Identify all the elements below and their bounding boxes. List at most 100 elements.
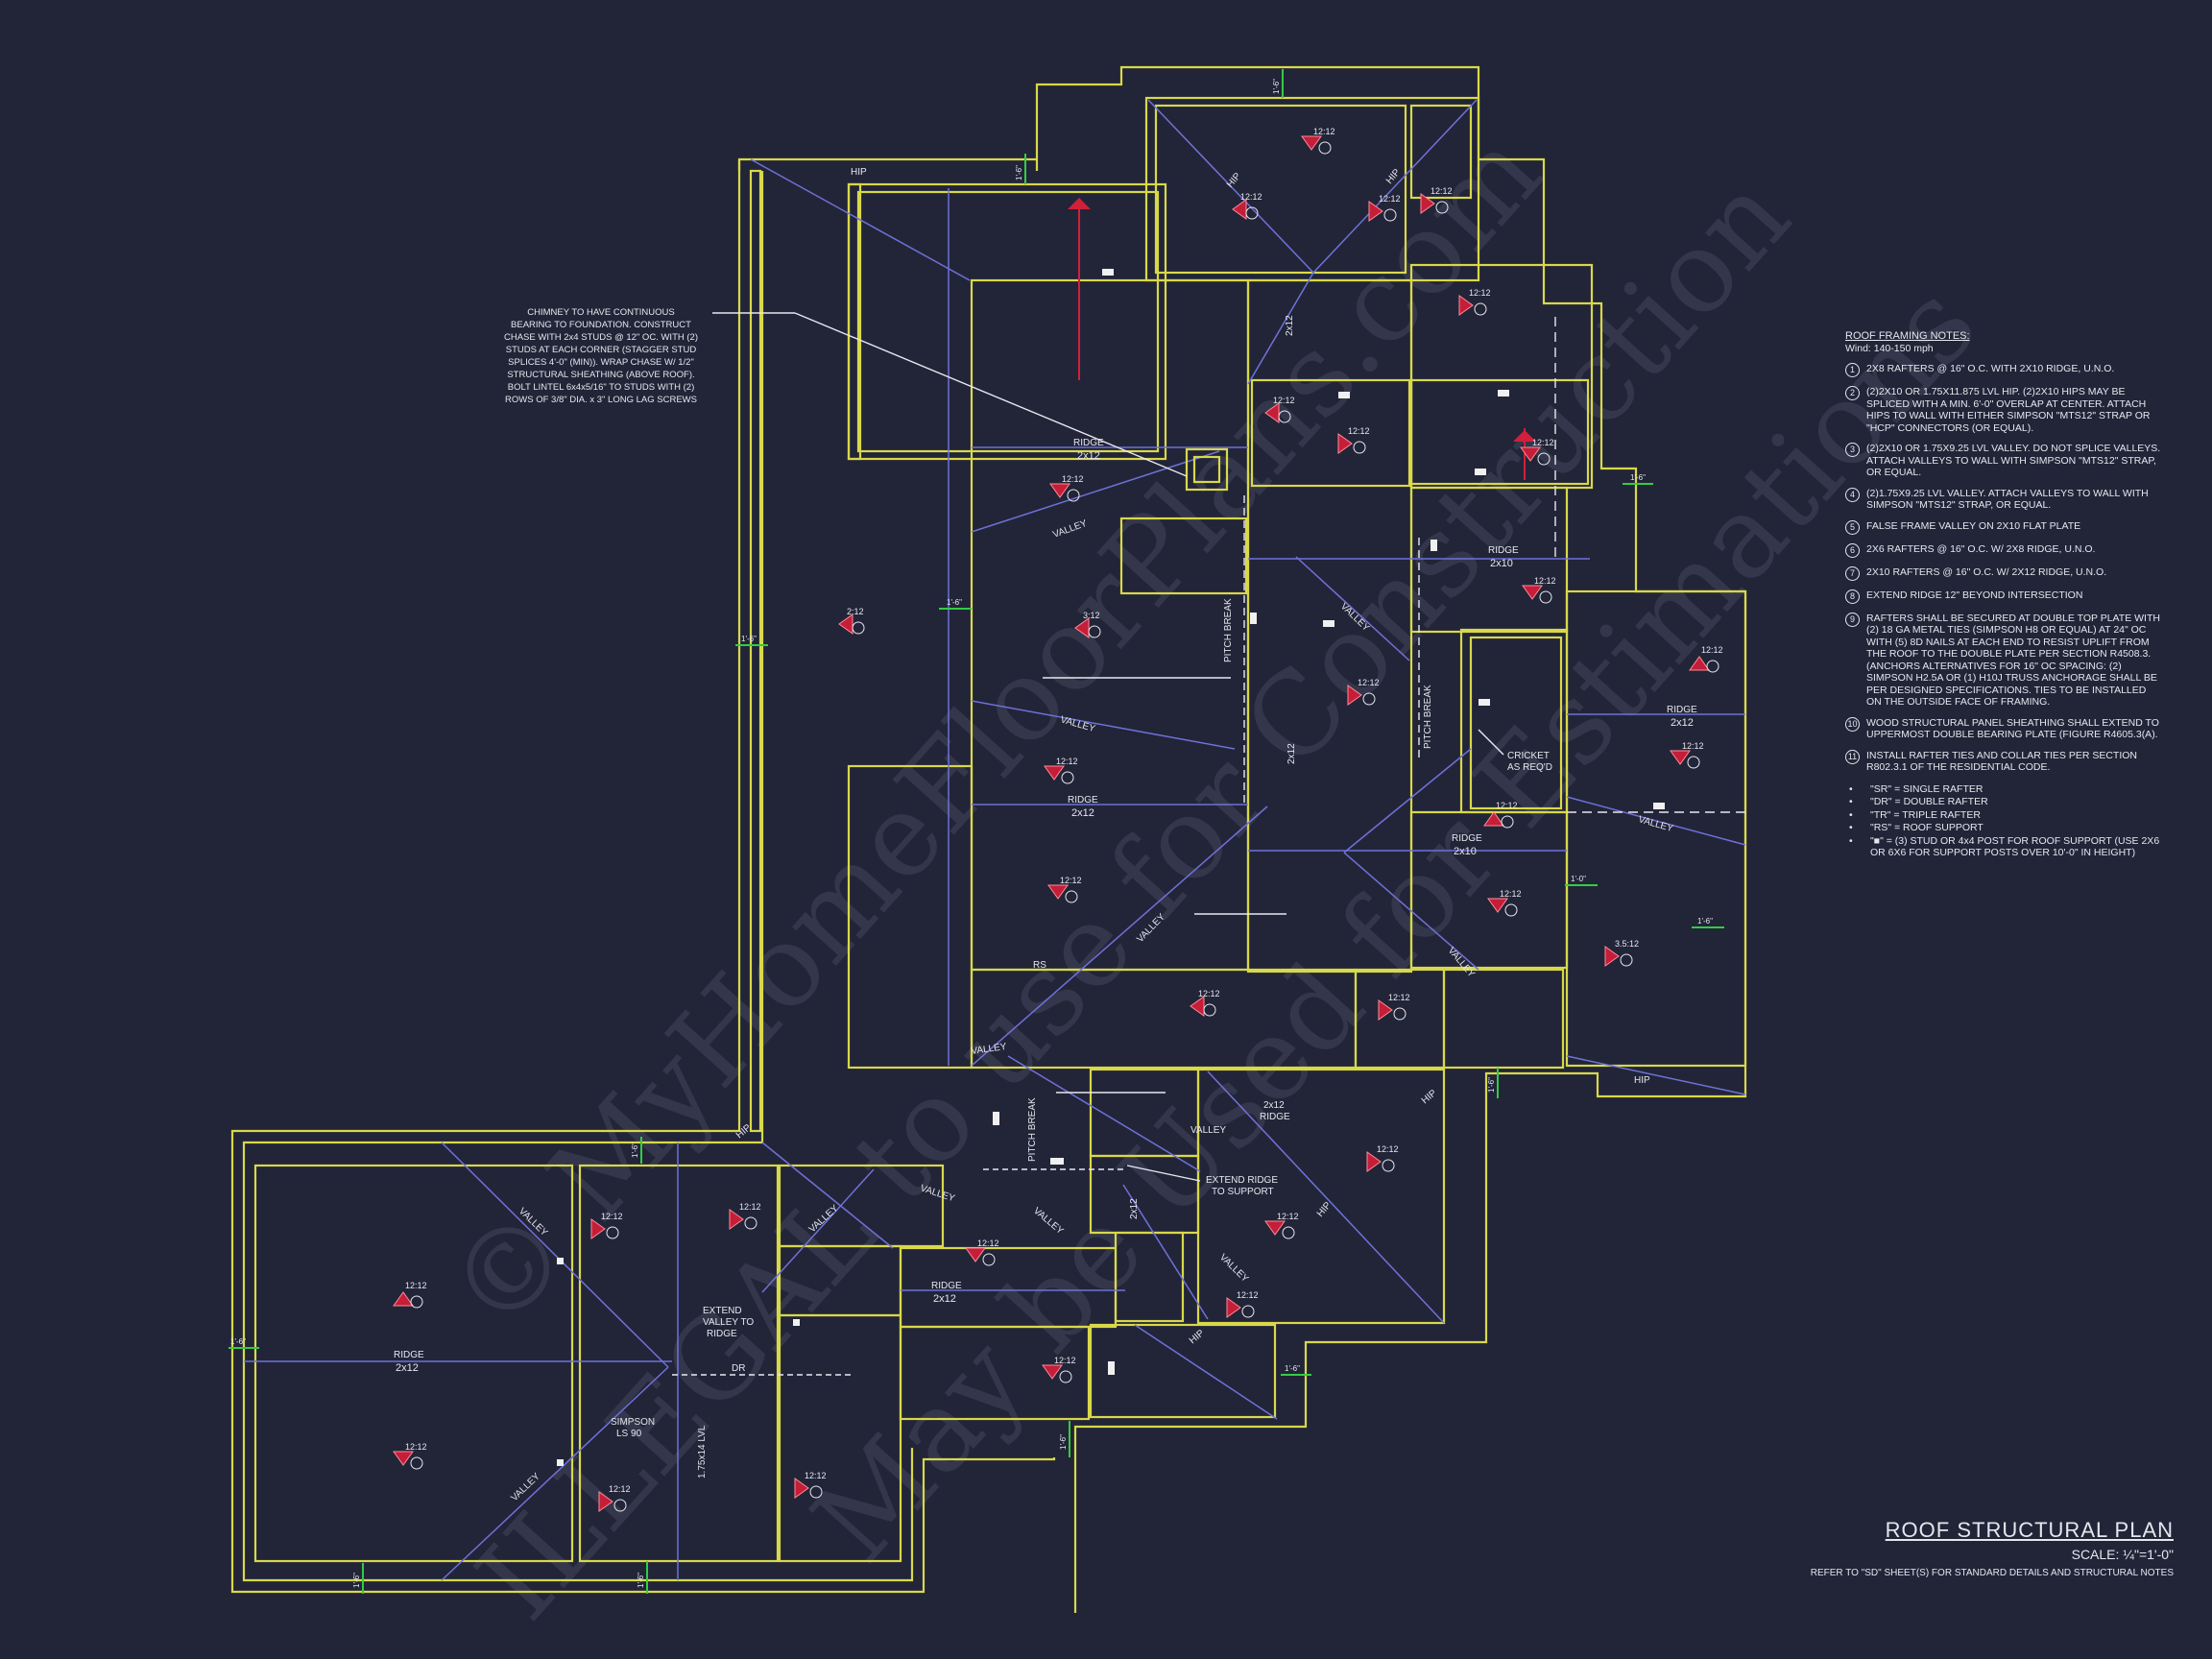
pitch-callout: 12:12: [1264, 1212, 1299, 1239]
hip-label: HIP: [1188, 1328, 1207, 1346]
pitch-label: 3:12: [1083, 611, 1100, 620]
pitch-label: 12:12: [1237, 1290, 1259, 1300]
valley-label: VALLEY: [1446, 946, 1477, 980]
note-ref-circle: [1061, 771, 1074, 784]
pitch-label: 12:12: [1358, 678, 1380, 687]
ridge-size-label: 2x10: [1454, 846, 1477, 857]
cricket-leader: [1478, 729, 1504, 756]
wall-west-wing: [749, 169, 762, 1133]
room-great: [970, 278, 1250, 972]
pitch-label: 12:12: [1388, 993, 1410, 1002]
valley-label: VALLEY: [1338, 601, 1372, 634]
pitch-label: 12:12: [1500, 889, 1522, 899]
valley-sw-2: [441, 1366, 669, 1581]
valley-label: VALLEY: [971, 1042, 1008, 1057]
room-south-wing-6: [899, 1325, 1091, 1421]
pitch-label: 12:12: [1198, 989, 1220, 998]
slope-triangle: [1264, 1220, 1286, 1236]
note-item: 72x10 RAFTERS @ 16" O.C. W/ 2x12 RIDGE, …: [1845, 565, 2162, 581]
ridge-size-label: 2x12: [396, 1362, 419, 1374]
dim-label: 1'-6": [230, 1337, 246, 1346]
dim-label: 1'-6": [1059, 1434, 1068, 1450]
note-ref-circle: [613, 1499, 627, 1512]
note-text: (2)2x10 OR 1.75x11.875 LVL HIP. (2)2x10 …: [1866, 386, 2151, 434]
hip-label: HIP: [1225, 171, 1243, 190]
room-south-core-c: [1442, 968, 1565, 1070]
room-garage-inner: [856, 190, 1160, 453]
pitch-callout: 12:12: [1689, 645, 1723, 673]
pitch-callout: 12:12: [590, 1212, 623, 1239]
pitch-callout: 12:12: [1483, 801, 1518, 829]
room-south-wing-5: [1089, 1323, 1277, 1419]
pitch-callout: 12:12: [1337, 426, 1370, 454]
note-ref-circle: [1474, 302, 1487, 316]
ridge-label: RIDGE: [394, 1350, 424, 1360]
hip-label: HIP: [1384, 167, 1403, 186]
ridge-vertical-label: 2x12: [1129, 1198, 1140, 1219]
slope-triangle: [1520, 446, 1541, 462]
valley-label: VALLEY: [1217, 1252, 1251, 1285]
slope-triangle: [965, 1247, 986, 1262]
note-ref-circle: [1088, 625, 1101, 638]
note-text: 2x6 RAFTERS @ 16" O.C. W/ 2x8 RIDGE, U.N…: [1866, 542, 2096, 555]
room-sw-right-mid: [778, 1244, 902, 1317]
note-ref-circle: [1382, 1159, 1395, 1172]
note-ref-circle: [1353, 441, 1366, 454]
pitch-label: 12:12: [1062, 474, 1084, 484]
ridge-size-label: 2x12: [933, 1293, 956, 1305]
ridge-label: RIDGE: [1068, 795, 1098, 805]
note-ref-circle: [1203, 1003, 1216, 1017]
slope-triangle: [1264, 402, 1280, 423]
note-ref-circle: [1504, 903, 1518, 917]
pitch-callout: 12:12: [1670, 741, 1704, 769]
ridge-label: RIDGE: [1452, 833, 1482, 844]
slope-triangle: [1368, 201, 1383, 222]
valley-a: [971, 450, 1220, 533]
pitch-break-label: PITCH BREAK: [1223, 598, 1234, 662]
slope-triangle: [1420, 193, 1435, 214]
pitch-label: 12:12: [1431, 186, 1453, 196]
post: [993, 1112, 999, 1125]
legend-item: •"SR" = SINGLE RAFTER: [1849, 782, 1984, 795]
dim-label: 1'-6": [352, 1573, 361, 1588]
note-ref-circle: [1362, 692, 1376, 706]
dim-label: 1'-0": [1571, 875, 1586, 883]
hip-label: HIP: [1634, 1075, 1650, 1086]
dimension-ticks: [228, 69, 1724, 1594]
chimney-note-line: BEARING TO FOUNDATION. CONSTRUCT: [511, 320, 691, 330]
valley-sw-3: [761, 1142, 894, 1249]
pitch-callout: 12:12: [1420, 186, 1453, 214]
room-sw-mid: [578, 1164, 780, 1563]
slope-triangle: [1042, 1364, 1063, 1380]
pitch-callout: 12:12: [598, 1484, 631, 1512]
note-ref-circle: [1282, 1226, 1295, 1239]
title-block: ROOF STRUCTURAL PLAN SCALE: ¼"=1'-0" REF…: [1811, 1518, 2174, 1578]
slope-arrow-1-head: [1068, 198, 1091, 209]
slope-triangle: [1458, 295, 1474, 316]
slope-triangle: [1483, 811, 1504, 827]
pitch-callout: 12:12: [1042, 1356, 1076, 1383]
dim-label: 1'-6": [1285, 1364, 1300, 1373]
note-text: 2x10 RAFTERS @ 16" O.C. W/ 2x12 RIDGE, U…: [1866, 565, 2107, 578]
pitch-label: 12:12: [1056, 757, 1078, 766]
pitch-label: 12:12: [1379, 194, 1401, 204]
dim-label: 1'-6": [1015, 165, 1023, 180]
pitch-callout: 12:12: [794, 1471, 827, 1499]
slope-triangle: [838, 613, 854, 635]
note-number: 11: [1845, 749, 1860, 764]
hip-south-2: [1122, 1184, 1209, 1320]
note-number: 9: [1845, 612, 1860, 627]
slope-triangle: [1190, 996, 1205, 1017]
room-east-cricket-inner: [1469, 636, 1563, 810]
pitch-label: 12:12: [405, 1281, 427, 1290]
pitch-callout: 12:12: [1522, 576, 1556, 604]
ridge-label: RIDGE: [1073, 438, 1104, 448]
room-north-bay-inner: [1154, 104, 1407, 275]
chimney-leader-2: [794, 312, 1188, 477]
pitch-label: 12:12: [1377, 1144, 1399, 1154]
post: [557, 1258, 564, 1264]
legend-item: •"DR" = DOUBLE RAFTER: [1849, 796, 1988, 807]
extend-ridge-leader: [1126, 1165, 1201, 1182]
